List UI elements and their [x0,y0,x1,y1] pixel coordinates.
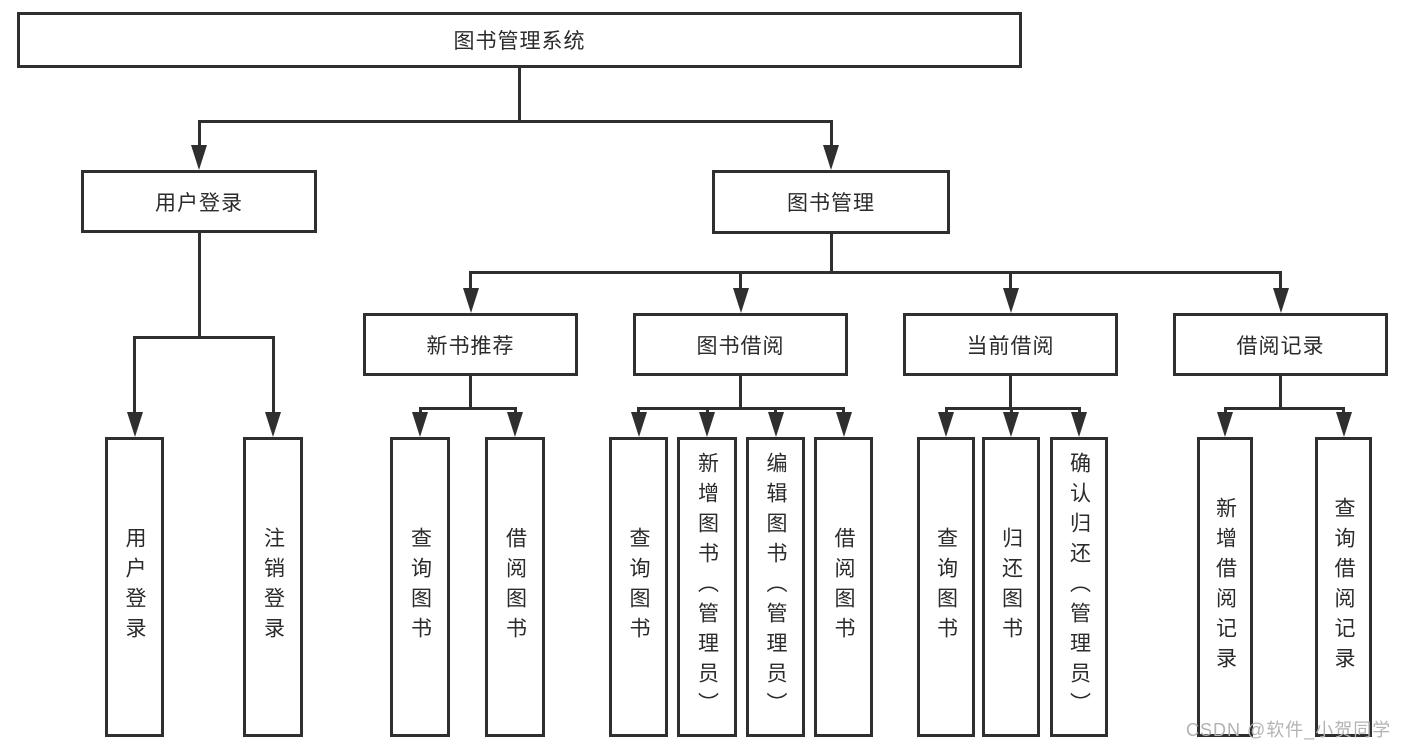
arrow-stub-book-mgmt-1 [739,271,742,293]
node-label-current-borrow: 当前借阅 [966,334,1055,358]
connector-rail-new-book-rec [418,407,517,410]
arrow-stub-root-0 [197,120,201,150]
connector-rail-current-borrow [944,407,1081,410]
connector-rail-user-login [133,336,275,339]
node-label-bb-edit: 编辑图书（管理员） [764,452,787,722]
node-bb-add: 新增图书（管理员） [677,437,737,737]
connector-rail-borrow-records [1223,407,1345,410]
node-label-br-add: 新增借阅记录 [1213,497,1237,677]
connector-vline-user-login [197,233,201,339]
arrowhead-down-icon [732,288,749,313]
arrow-stub-user-login-1 [271,336,275,417]
node-book-mgmt: 图书管理 [712,170,950,234]
node-label-leaf-logout: 注销登录 [261,527,285,647]
arrowhead-down-icon [265,412,281,437]
arrowhead-down-icon [462,288,479,313]
node-new-book-rec: 新书推荐 [363,313,578,376]
connector-vline-book-borrow [739,376,742,410]
arrow-stub-book-mgmt-0 [469,271,472,293]
node-cb-return: 归还图书 [982,437,1040,737]
arrowhead-down-icon [412,412,428,437]
arrowhead-down-icon [835,412,852,437]
arrow-stub-book-mgmt-2 [1009,271,1012,293]
node-label-borrow-records: 借阅记录 [1236,334,1325,358]
connector-vline-borrow-records [1279,376,1282,410]
node-label-bb-query: 查询图书 [627,527,650,647]
connector-rail-root [197,120,833,123]
connector-vline-current-borrow [1009,376,1012,410]
arrowhead-down-icon [126,412,143,437]
node-label-nbr-query: 查询图书 [408,527,432,647]
node-nbr-query: 查询图书 [390,437,450,737]
connector-vline-root [518,68,521,123]
arrowhead-down-icon [1217,412,1233,437]
arrowhead-down-icon [1335,412,1352,437]
node-label-book-mgmt: 图书管理 [787,192,875,215]
watermark-text: CSDN @软件_小贺同学 [1186,720,1392,740]
node-label-book-borrow: 图书借阅 [696,334,785,358]
node-user-login: 用户登录 [81,170,317,233]
node-bb-query: 查询图书 [609,437,668,737]
arrowhead-down-icon [507,412,523,437]
node-nbr-borrow: 借阅图书 [485,437,545,737]
node-label-user-login: 用户登录 [155,191,243,215]
arrowhead-down-icon [823,145,839,170]
node-label-bb-add: 新增图书（管理员） [695,452,719,722]
node-bb-edit: 编辑图书（管理员） [746,437,805,737]
arrow-stub-user-login-0 [133,336,136,417]
arrow-stub-root-1 [829,120,833,150]
connector-vline-new-book-rec [469,376,472,410]
connector-rail-book-borrow [637,407,845,410]
node-label-root: 图书管理系统 [453,30,586,53]
arrowhead-down-icon [191,145,207,170]
node-leaf-user-login: 用户登录 [105,437,164,737]
arrowhead-down-icon [630,412,647,437]
node-label-cb-confirm: 确认归还（管理员） [1067,452,1091,722]
connector-rail-book-mgmt [469,271,1282,274]
node-root: 图书管理系统 [17,12,1022,68]
node-cb-query: 查询图书 [917,437,975,737]
arrowhead-down-icon [1071,412,1087,437]
node-label-leaf-user-login: 用户登录 [123,527,146,647]
connector-vline-book-mgmt [829,234,833,274]
arrowhead-down-icon [938,412,954,437]
arrowhead-down-icon [1002,288,1019,313]
node-current-borrow: 当前借阅 [903,313,1118,376]
node-bb-borrow: 借阅图书 [814,437,873,737]
node-cb-confirm: 确认归还（管理员） [1050,437,1108,737]
arrowhead-down-icon [699,412,715,437]
node-borrow-records: 借阅记录 [1173,313,1388,376]
arrowhead-down-icon [1003,412,1019,437]
node-label-br-query: 查询借阅记录 [1332,497,1355,677]
node-label-bb-borrow: 借阅图书 [832,527,855,647]
arrowhead-down-icon [1272,288,1289,313]
arrow-stub-book-mgmt-3 [1279,271,1282,293]
node-br-add: 新增借阅记录 [1197,437,1253,737]
node-label-nbr-borrow: 借阅图书 [503,527,527,647]
node-book-borrow: 图书借阅 [633,313,848,376]
node-br-query: 查询借阅记录 [1315,437,1372,737]
node-label-new-book-rec: 新书推荐 [426,334,515,358]
node-leaf-logout: 注销登录 [243,437,303,737]
node-label-cb-return: 归还图书 [999,527,1023,647]
arrowhead-down-icon [767,412,784,437]
node-label-cb-query: 查询图书 [934,527,958,647]
